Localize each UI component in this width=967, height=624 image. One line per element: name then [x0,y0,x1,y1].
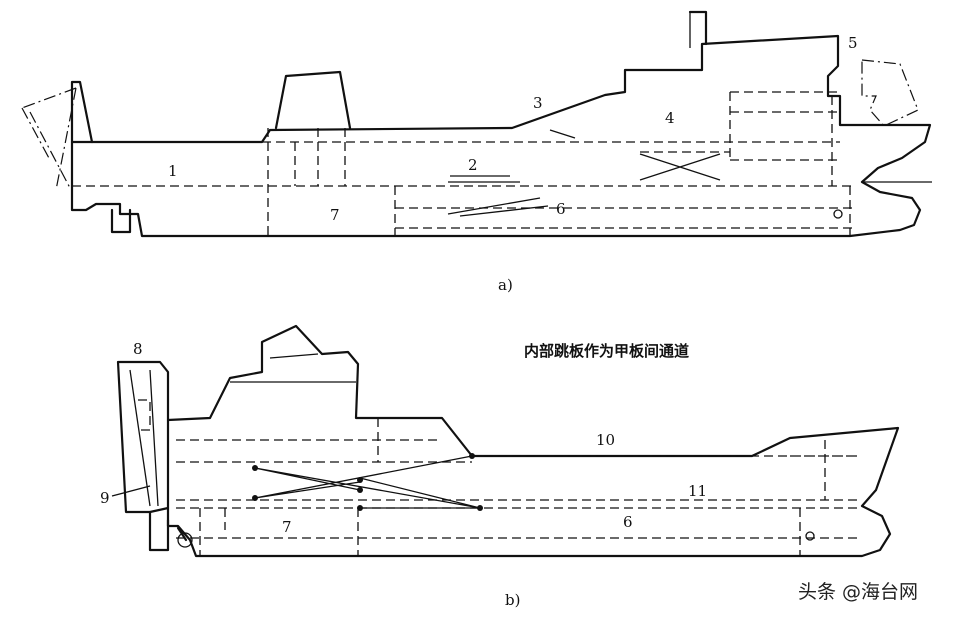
label-7a: 7 [330,206,340,224]
label-6b: 6 [623,513,633,531]
rudder-a [110,208,132,234]
label-5: 5 [848,34,858,52]
label-1: 1 [168,162,178,180]
caption-a: a) [498,276,513,294]
hull-outline-b [166,324,900,558]
watermark: 头条 @海台网 [798,581,918,603]
ship-a: 1 2 3 4 5 6 7 a) [21,10,932,294]
stern-ramp-mast-a [70,80,94,144]
ship-b: 8 9 10 11 6 7 内部跳板作为甲板间通道 b) [100,324,900,609]
label-3: 3 [533,94,543,112]
label-11: 11 [688,482,707,500]
bulkheads-b [199,418,826,556]
label-10: 10 [596,431,615,449]
deck-lines-a [72,91,855,229]
label-4: 4 [665,109,675,127]
stern-ramp-frame-b [116,360,170,514]
ramps-a [447,153,721,217]
bulkheads-a [267,92,851,236]
stern-ramp-open-a [21,87,77,191]
label-7b: 7 [282,518,292,536]
caption-b: b) [505,591,520,609]
funnel-a [274,70,352,130]
hull-outline-a [70,34,932,238]
bow-door-open-a [861,59,919,127]
ramps-b [254,455,481,509]
label-6a: 6 [556,200,566,218]
label-8: 8 [133,340,143,358]
title-b: 内部跳板作为甲板间通道 [524,342,689,360]
label-9: 9 [100,489,110,507]
deck-lines-b [176,439,860,539]
label-2: 2 [468,156,478,174]
